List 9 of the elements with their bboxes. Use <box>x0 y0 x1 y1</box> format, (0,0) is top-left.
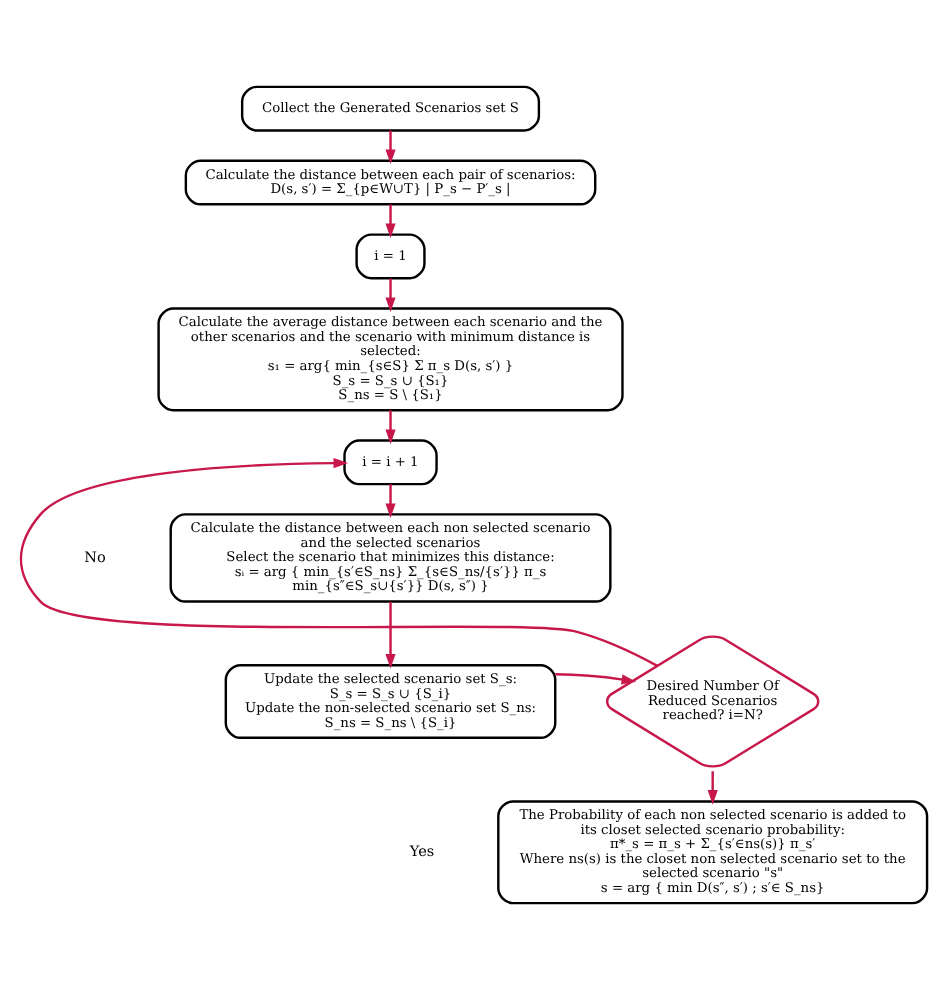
arrow <box>385 278 396 312</box>
arrow <box>385 410 396 445</box>
arrow <box>385 204 396 238</box>
arrow <box>385 601 396 669</box>
arrow <box>20 458 658 667</box>
arrow <box>707 771 718 805</box>
arrow <box>385 484 396 518</box>
arrow <box>555 673 637 685</box>
arrow <box>385 130 396 165</box>
